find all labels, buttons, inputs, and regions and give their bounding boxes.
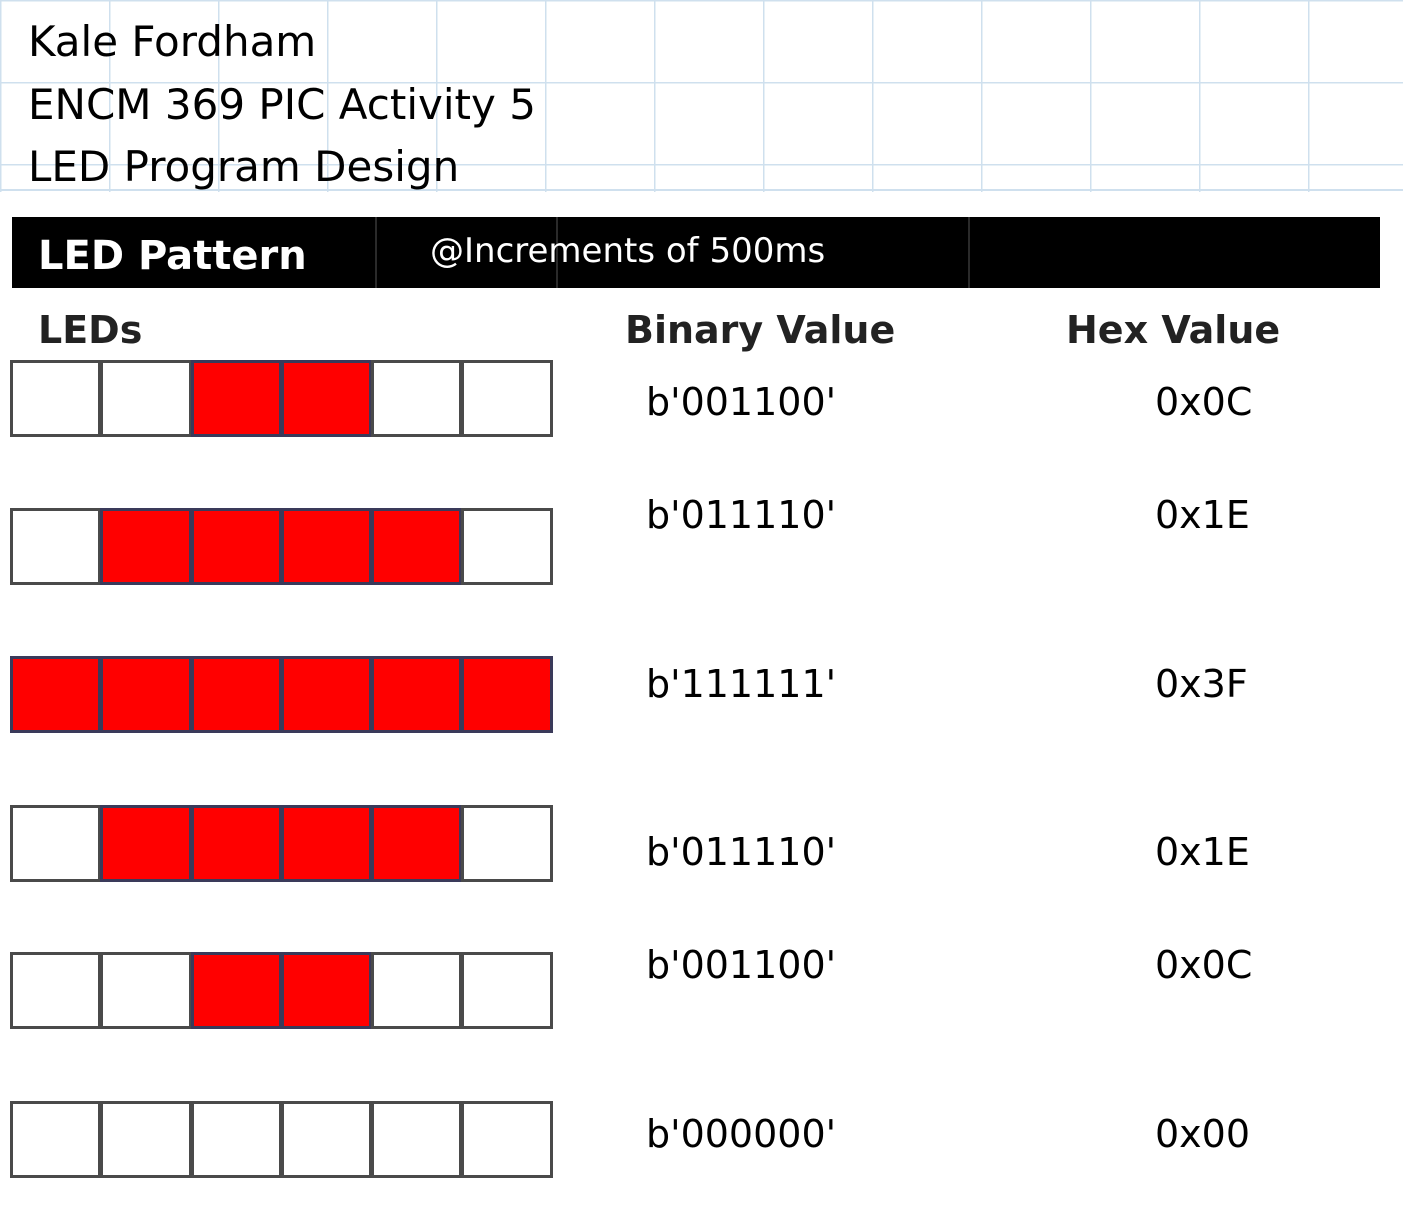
binary-value: b'011110' bbox=[646, 830, 837, 874]
binary-value: b'001100' bbox=[646, 943, 837, 987]
led-off-cell bbox=[371, 360, 463, 437]
course-title: ENCM 369 PIC Activity 5 bbox=[28, 80, 536, 129]
led-pattern-row bbox=[10, 508, 558, 585]
leds-column-header: LEDs bbox=[38, 308, 143, 352]
led-on-cell bbox=[190, 360, 282, 437]
led-off-cell bbox=[10, 360, 102, 437]
led-pattern-row bbox=[10, 952, 558, 1029]
led-on-cell bbox=[190, 508, 282, 585]
led-off-cell bbox=[100, 360, 192, 437]
hex-value: 0x3F bbox=[1155, 662, 1248, 706]
led-on-cell bbox=[371, 805, 463, 882]
led-off-cell bbox=[10, 952, 102, 1029]
led-on-cell bbox=[280, 805, 373, 882]
led-off-cell bbox=[461, 1101, 553, 1178]
led-off-cell bbox=[280, 1101, 373, 1178]
led-off-cell bbox=[371, 952, 463, 1029]
author-name: Kale Fordham bbox=[28, 17, 317, 66]
led-off-cell bbox=[461, 508, 553, 585]
led-off-cell bbox=[10, 508, 102, 585]
led-on-cell bbox=[190, 656, 282, 733]
hex-value: 0x0C bbox=[1155, 943, 1253, 987]
binary-column-header: Binary Value bbox=[625, 308, 896, 352]
hex-value: 0x0C bbox=[1155, 380, 1253, 424]
banner-divider bbox=[968, 217, 970, 288]
banner-divider bbox=[556, 217, 558, 288]
document-subject: LED Program Design bbox=[28, 142, 460, 191]
led-on-cell bbox=[461, 656, 553, 733]
led-on-cell bbox=[280, 952, 373, 1029]
led-pattern-row bbox=[10, 1101, 558, 1178]
hex-value: 0x1E bbox=[1155, 830, 1250, 874]
led-on-cell bbox=[190, 952, 282, 1029]
led-pattern-banner: LED Pattern @Increments of 500ms bbox=[12, 217, 1380, 288]
led-on-cell bbox=[280, 508, 373, 585]
led-off-cell bbox=[461, 805, 553, 882]
binary-value: b'011110' bbox=[646, 493, 837, 537]
led-on-cell bbox=[100, 508, 192, 585]
led-off-cell bbox=[461, 952, 553, 1029]
led-off-cell bbox=[100, 1101, 192, 1178]
hex-value: 0x1E bbox=[1155, 493, 1250, 537]
hex-column-header: Hex Value bbox=[1066, 308, 1281, 352]
led-off-cell bbox=[371, 1101, 463, 1178]
led-on-cell bbox=[100, 805, 192, 882]
hex-value: 0x00 bbox=[1155, 1112, 1251, 1156]
binary-value: b'000000' bbox=[646, 1112, 837, 1156]
led-off-cell bbox=[100, 952, 192, 1029]
banner-title: LED Pattern bbox=[38, 233, 307, 279]
led-off-cell bbox=[10, 805, 102, 882]
led-on-cell bbox=[280, 656, 373, 733]
binary-value: b'111111' bbox=[646, 662, 837, 706]
led-on-cell bbox=[190, 805, 282, 882]
led-on-cell bbox=[100, 656, 192, 733]
led-on-cell bbox=[280, 360, 373, 437]
led-on-cell bbox=[371, 508, 463, 585]
banner-note: @Increments of 500ms bbox=[430, 231, 826, 271]
banner-divider bbox=[375, 217, 377, 288]
led-off-cell bbox=[10, 1101, 102, 1178]
led-on-cell bbox=[10, 656, 102, 733]
led-on-cell bbox=[371, 656, 463, 733]
led-pattern-row bbox=[10, 805, 558, 882]
spreadsheet-grid bbox=[0, 0, 1403, 192]
grid-divider bbox=[0, 189, 1403, 191]
led-off-cell bbox=[461, 360, 553, 437]
binary-value: b'001100' bbox=[646, 380, 837, 424]
led-pattern-row bbox=[10, 360, 558, 437]
led-off-cell bbox=[190, 1101, 282, 1178]
led-pattern-row bbox=[10, 656, 558, 733]
